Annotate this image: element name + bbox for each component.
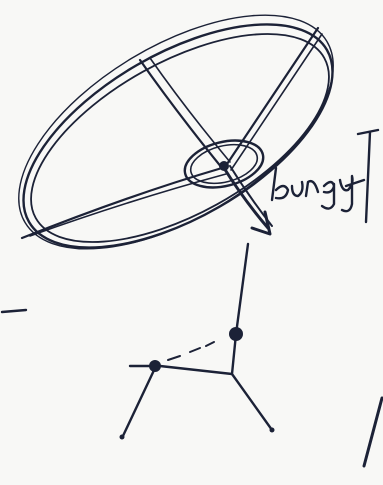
dish-spokes [22,28,322,238]
dish-hub [180,133,268,195]
stray-stroke-right [364,398,382,466]
stray-stroke-left [2,310,26,312]
support-frame [120,244,275,440]
bracket-mark [358,130,378,222]
